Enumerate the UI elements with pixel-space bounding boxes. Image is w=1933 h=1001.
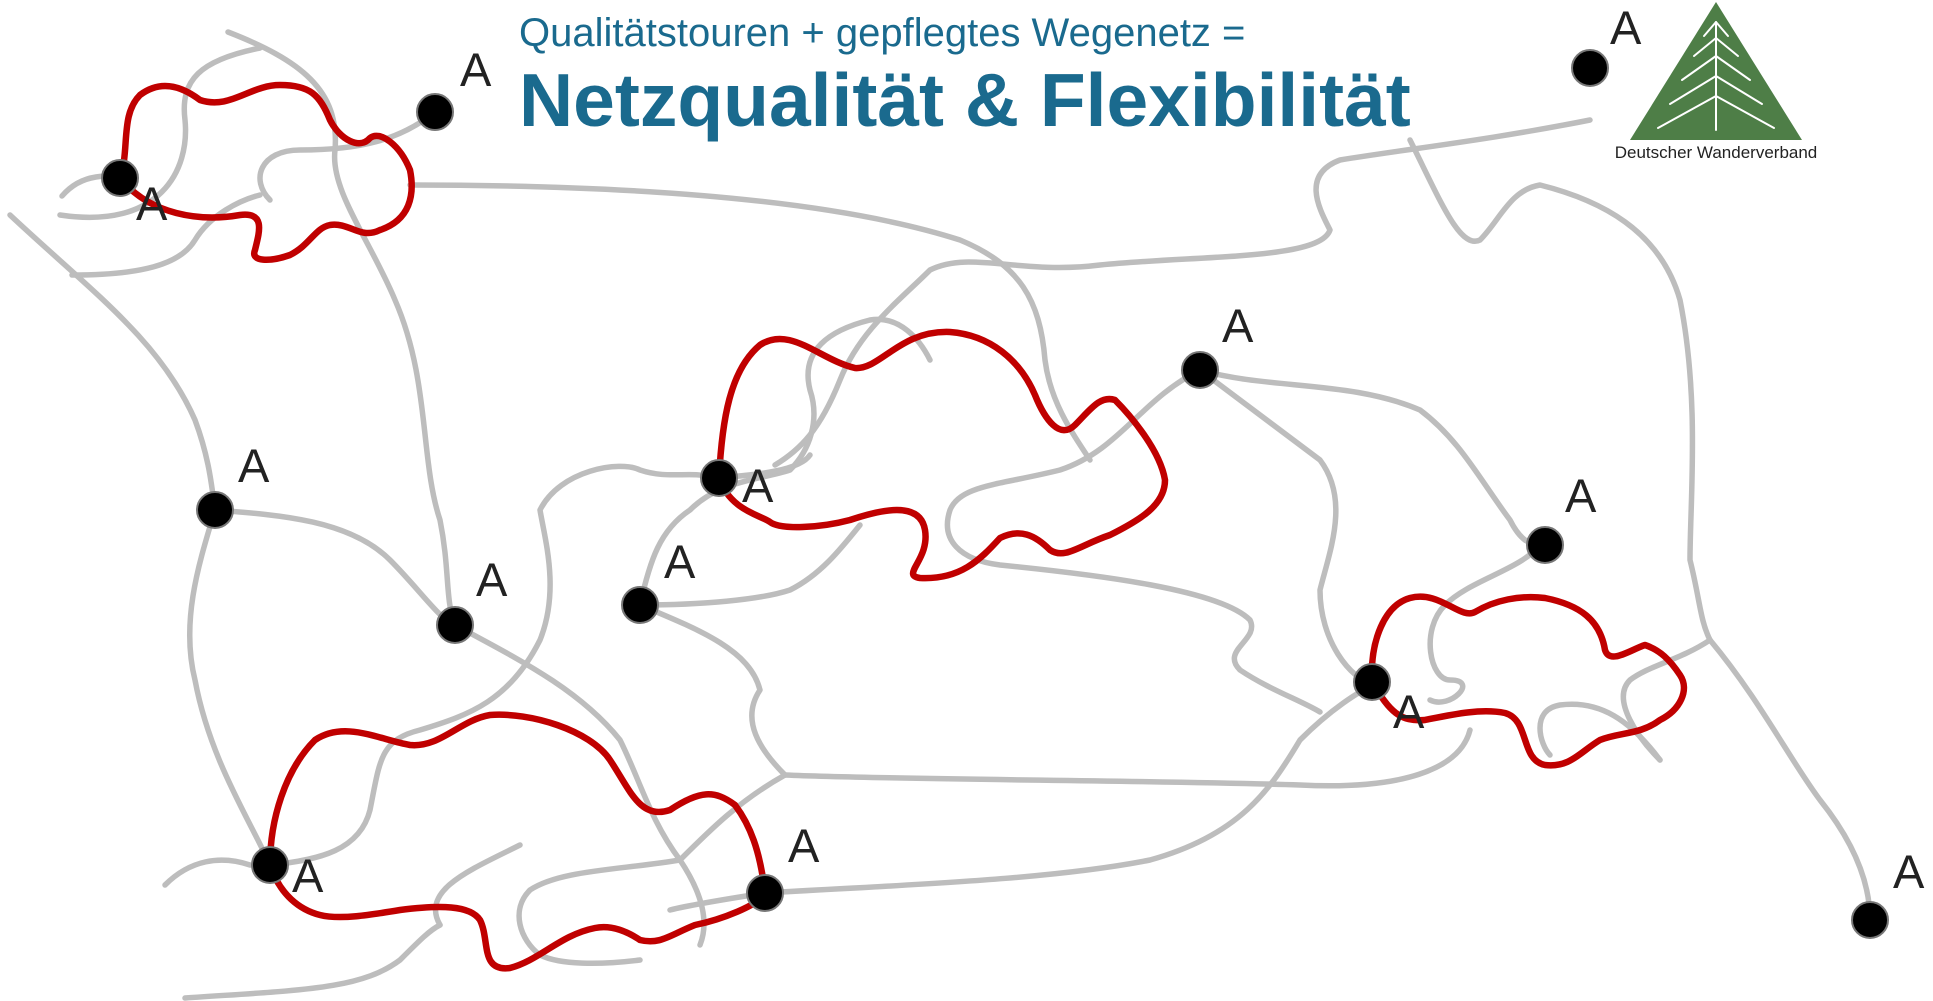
trail-segment bbox=[637, 522, 863, 608]
node-marker bbox=[1571, 49, 1609, 87]
node-label: A bbox=[476, 553, 508, 606]
node-marker bbox=[1353, 663, 1391, 701]
trail-segment bbox=[267, 463, 718, 868]
trail-segment bbox=[162, 857, 253, 888]
trail-segment bbox=[187, 507, 273, 868]
trail-segment bbox=[637, 602, 788, 778]
quality-tour-loop bbox=[715, 328, 1169, 582]
trail-segment bbox=[677, 772, 788, 863]
node-labels: A A A A A A A A A A A A A bbox=[136, 1, 1925, 902]
node-label: A bbox=[1893, 845, 1925, 898]
trail-segment bbox=[7, 212, 218, 513]
node-marker bbox=[1851, 901, 1889, 939]
trail-network bbox=[7, 29, 1873, 1001]
quality-tour-loop bbox=[266, 711, 769, 972]
logo-caption: Deutscher Wanderverband bbox=[1614, 143, 1818, 162]
node-marker bbox=[746, 874, 784, 912]
trail-segment bbox=[944, 367, 1323, 715]
node-marker bbox=[700, 459, 738, 497]
quality-tour-loop bbox=[1368, 593, 1688, 769]
trail-segment bbox=[772, 117, 1593, 468]
node-label: A bbox=[1393, 685, 1425, 738]
trail-segment bbox=[57, 45, 263, 220]
node-marker bbox=[436, 606, 474, 644]
logo: Deutscher Wanderverband bbox=[1594, 0, 1838, 170]
node-label: A bbox=[136, 177, 168, 230]
trail-segment bbox=[1197, 367, 1543, 548]
node-label: A bbox=[1610, 1, 1642, 54]
trail-segment bbox=[182, 922, 443, 1001]
trail-segment bbox=[782, 727, 1473, 789]
trail-segment bbox=[257, 109, 438, 203]
trail-segment bbox=[637, 316, 933, 608]
trail-segment bbox=[1707, 637, 1873, 923]
node-label: A bbox=[460, 43, 492, 96]
node-marker bbox=[1526, 526, 1564, 564]
header: Qualitätstouren + gepflegtes Wegenetz = … bbox=[519, 10, 1411, 142]
trail-segment bbox=[69, 192, 263, 278]
tree-triangle-icon bbox=[1630, 2, 1802, 140]
node-marker bbox=[101, 159, 139, 197]
trail-segment bbox=[516, 857, 683, 966]
trail-segment bbox=[1197, 367, 1378, 688]
page-title: Netzqualität & Flexibilität bbox=[519, 58, 1411, 142]
page-subtitle: Qualitätstouren + gepflegtes Wegenetz = bbox=[519, 11, 1246, 55]
trail-segment bbox=[1407, 137, 1713, 643]
trail-segment bbox=[1427, 542, 1543, 705]
node-label: A bbox=[238, 439, 270, 492]
trail-segment bbox=[452, 622, 707, 948]
quality-tour-loop bbox=[116, 81, 415, 263]
trail-segment bbox=[432, 842, 523, 928]
node-label: A bbox=[1565, 469, 1597, 522]
node-label: A bbox=[742, 459, 774, 512]
node-label: A bbox=[292, 849, 324, 902]
node-marker bbox=[621, 586, 659, 624]
node-marker bbox=[1181, 351, 1219, 389]
node-marker bbox=[251, 846, 289, 884]
trail-segment bbox=[212, 507, 458, 628]
trail-segment bbox=[225, 29, 458, 628]
trail-segment bbox=[407, 182, 1093, 463]
node-marker bbox=[416, 93, 454, 131]
node-label: A bbox=[788, 819, 820, 872]
node-label: A bbox=[1222, 299, 1254, 352]
trail-segment bbox=[762, 682, 1378, 896]
node-markers bbox=[101, 49, 1889, 939]
node-marker bbox=[196, 491, 234, 529]
node-label: A bbox=[664, 535, 696, 588]
